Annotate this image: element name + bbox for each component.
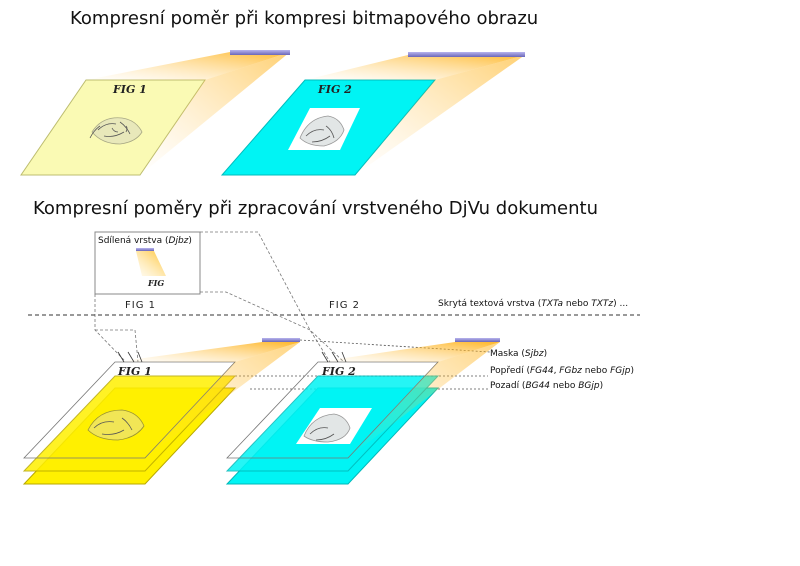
- hidden-fig2-box: [318, 297, 370, 312]
- compression-beam: [348, 342, 500, 458]
- foreground-label: Popředí (FG44, FGbz nebo FGjp): [490, 366, 634, 376]
- shared-layer-label: Sdílená vrstva (Djbz): [98, 236, 192, 246]
- hidden-fig1-label: FIG 1: [125, 300, 156, 311]
- compressed-size-bar: [455, 338, 500, 342]
- hidden-fig1-box: [97, 297, 195, 312]
- bottom-fig1-label: FIG 1: [117, 365, 152, 378]
- title-djvu: Kompresní poměry při zpracování vrstvené…: [33, 198, 598, 219]
- top-fig2-page: FIG 2: [220, 52, 525, 176]
- shared-bar: [136, 248, 154, 251]
- compressed-size-bar: [408, 52, 525, 57]
- compression-beam: [145, 342, 300, 458]
- arrow-icon: [117, 351, 143, 363]
- top-fig2-label: FIG 2: [317, 83, 352, 96]
- compression-beam: [115, 342, 300, 362]
- title-bitmap: Kompresní poměr při kompresi bitmapového…: [70, 8, 538, 29]
- portrait-sketch-icon: [299, 115, 345, 147]
- hidden-fig2-label: FIG 2: [329, 300, 360, 311]
- shared-fig-label: FIG: [147, 278, 164, 288]
- compressed-size-bar: [262, 338, 300, 342]
- bottom-fig2-label: FIG 2: [321, 365, 356, 378]
- compression-beam: [318, 342, 500, 362]
- hidden-text-label: Skrytá textová vrstva (TXTa nebo TXTz) .…: [438, 299, 628, 309]
- mask-label: Maska (Sjbz): [490, 349, 547, 359]
- portrait-sketch-icon: [89, 117, 143, 145]
- arrow-icon: [321, 351, 347, 363]
- guide-lines: [94, 231, 345, 363]
- top-fig1-label: FIG 1: [112, 83, 147, 96]
- shared-beam: [136, 251, 166, 276]
- shared-layer-box: Sdílená vrstva (Djbz) FIG: [94, 231, 201, 295]
- top-fig1-page: FIG 1: [20, 50, 290, 176]
- compressed-size-bar: [230, 50, 290, 55]
- portrait-sketch-icon: [87, 409, 145, 441]
- bottom-fig1-stack: FIG 1: [22, 338, 300, 485]
- portrait-sketch-icon: [303, 413, 351, 443]
- bottom-fig2-stack: FIG 2: [225, 338, 500, 485]
- background-label: Pozadí (BG44 nebo BGjp): [490, 381, 603, 391]
